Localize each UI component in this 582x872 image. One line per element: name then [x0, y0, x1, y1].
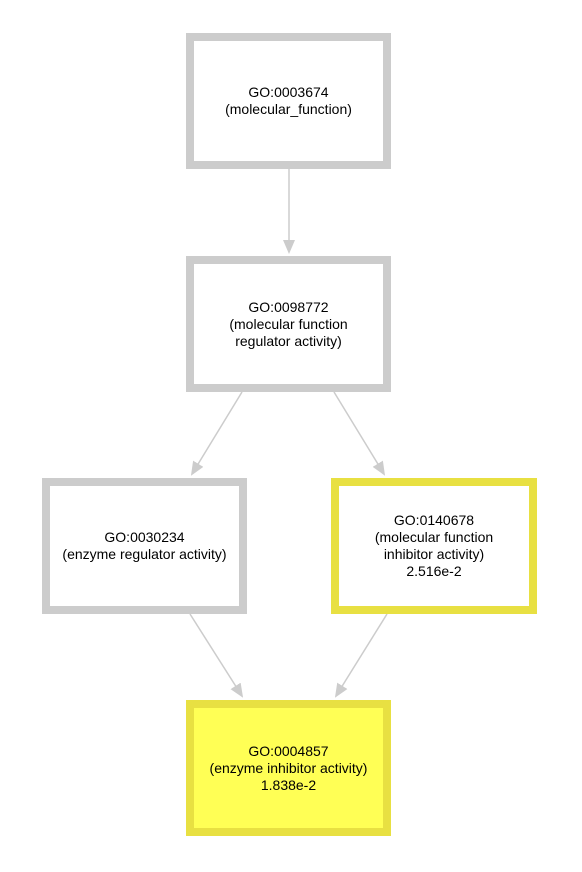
node-id: GO:0004857: [248, 742, 329, 759]
node-id: GO:0098772: [248, 298, 329, 315]
edge-0030234-to-0004857: [189, 613, 244, 698]
go-node-0004857[interactable]: GO:0004857 (enzyme inhibitor activity) 1…: [186, 700, 391, 836]
go-node-0003674[interactable]: GO:0003674 (molecular_function): [186, 33, 391, 169]
node-id: GO:0030234: [104, 529, 185, 545]
node-label-line-1: (molecular function: [374, 529, 494, 545]
go-node-0140678[interactable]: GO:0140678 (molecular function inhibitor…: [331, 478, 537, 614]
go-node-0098772[interactable]: GO:0098772 (molecular function regulator…: [186, 256, 391, 392]
node-id: GO:0003674: [248, 84, 329, 100]
node-label-line-2: inhibitor activity): [383, 546, 485, 562]
node-p-value: 2.516e-2: [406, 563, 462, 579]
edge-0140678-to-0004857: [334, 613, 388, 698]
node-label-line-1: (molecular function: [229, 315, 348, 332]
node-label: (enzyme regulator activity): [62, 546, 227, 562]
node-label-line-2: regulator activity): [235, 332, 342, 349]
node-id: GO:0140678: [393, 512, 475, 528]
node-label: (enzyme inhibitor activity): [209, 759, 368, 776]
node-p-value: 1.838e-2: [260, 776, 317, 793]
edge-0098772-to-0140678: [333, 391, 386, 476]
edge-0098772-to-0030234: [190, 391, 243, 476]
go-node-0030234[interactable]: GO:0030234 (enzyme regulator activity): [42, 478, 247, 614]
node-label: (molecular_function): [225, 101, 352, 117]
